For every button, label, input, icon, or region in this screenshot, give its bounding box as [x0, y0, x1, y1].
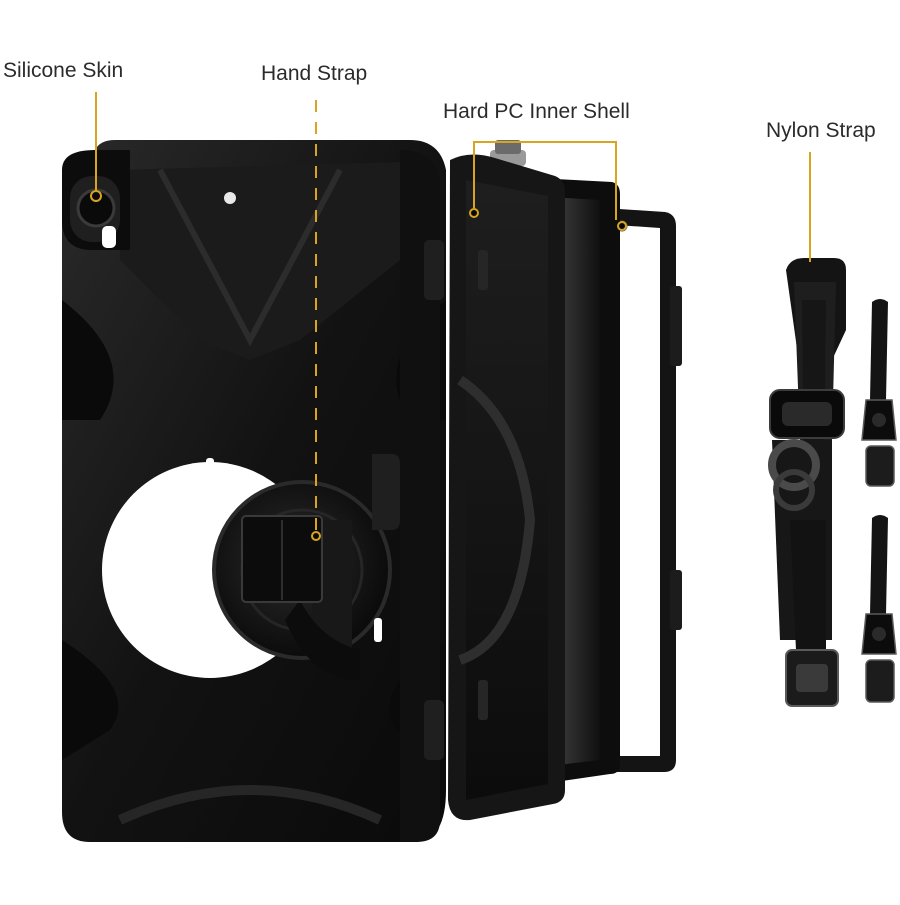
main-case-front — [62, 140, 446, 842]
hard-pc-tray-layer — [448, 154, 565, 821]
callout-lines — [95, 92, 811, 532]
inner-shell-label: Hard PC Inner Shell — [443, 100, 630, 123]
nylon-strap — [768, 258, 897, 707]
inner-shell-leader — [473, 141, 617, 220]
callout-dots — [311, 208, 627, 541]
nylon-strap-label: Nylon Strap — [766, 119, 876, 142]
silicone-skin-label: Silicone Skin — [3, 59, 124, 82]
hand-strap-label: Hand Strap — [261, 62, 368, 85]
